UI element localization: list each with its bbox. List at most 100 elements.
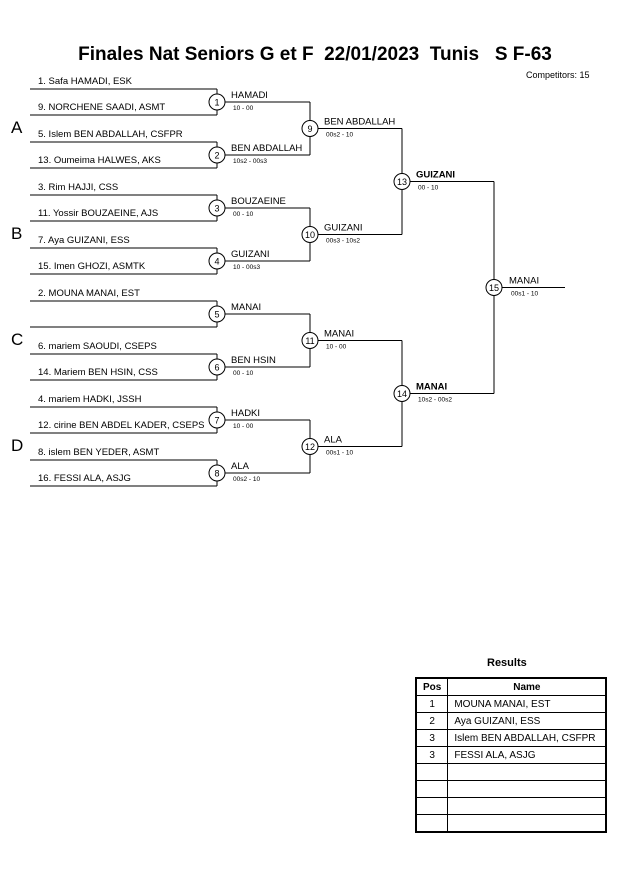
match-number: 6 <box>214 363 219 373</box>
player-name: 13. Oumeima HALWES, AKS <box>38 155 161 166</box>
match-score: 00 - 10 <box>418 185 439 192</box>
match-number-circle <box>208 358 226 376</box>
results-name <box>447 780 607 798</box>
winner-name: BEN ABDALLAH <box>324 117 395 128</box>
player-name: 14. Mariem BEN HSIN, CSS <box>38 367 158 378</box>
results-pos <box>415 797 449 815</box>
match-number: 13 <box>397 177 407 187</box>
match-score: 00s1 - 10 <box>326 450 353 457</box>
player-name: 12. cirine BEN ABDEL KADER, CSEPS <box>38 420 205 431</box>
group-label: C <box>11 330 23 349</box>
results-name: FESSI ALA, ASJG <box>447 746 607 764</box>
results-pos: 3 <box>415 746 449 764</box>
page-title: Finales Nat Seniors G et F 22/01/2023 Tu… <box>78 44 552 65</box>
results-name <box>447 797 607 815</box>
player-name: 11. Yossir BOUZAEINE, AJS <box>38 208 158 219</box>
results-row <box>415 814 607 833</box>
winner-name: MANAI <box>231 302 261 313</box>
match-number-circle <box>301 332 319 349</box>
match-number-circle <box>393 385 411 402</box>
results-pos: 2 <box>415 712 449 730</box>
player-name: 9. NORCHENE SAADI, ASMT <box>38 102 165 113</box>
champion-name: MANAI <box>509 276 539 287</box>
results-header-name: Name <box>447 677 607 696</box>
match-score: 10 - 00 <box>233 423 254 430</box>
player-name: 1. Safa HAMADI, ESK <box>38 76 133 87</box>
match-number-circle <box>393 173 411 190</box>
match-number-circle <box>208 93 226 111</box>
match-score: 10 - 00 <box>233 105 254 112</box>
match-number: 15 <box>489 283 499 293</box>
winner-name: GUIZANI <box>416 170 455 181</box>
winner-name: ALA <box>231 461 250 472</box>
match-score: 10s2 - 00s2 <box>418 397 452 404</box>
match-score: 00 - 10 <box>233 211 254 218</box>
match-number: 14 <box>397 389 407 399</box>
match-score: 00s2 - 10 <box>326 132 353 139</box>
match-number: 9 <box>307 124 312 134</box>
match-number: 7 <box>214 416 219 426</box>
winner-name: ALA <box>324 435 343 446</box>
results-row <box>415 780 607 798</box>
match-score: 00s1 - 10 <box>511 291 538 298</box>
match-number-circle <box>301 226 319 243</box>
winner-name: GUIZANI <box>231 249 270 260</box>
winner-name: BEN HSIN <box>231 355 276 366</box>
match-number-circle <box>485 279 503 296</box>
match-number: 4 <box>214 257 219 267</box>
match-number: 8 <box>214 469 219 479</box>
results-pos <box>415 814 449 833</box>
match-number-circle <box>301 438 319 455</box>
player-name: 3. Rim HAJJI, CSS <box>38 182 118 193</box>
winner-name: BOUZAEINE <box>231 196 286 207</box>
results-row <box>415 763 607 781</box>
results-header-row: Pos Name <box>415 677 607 696</box>
match-number-circle <box>208 464 226 482</box>
player-name: 8. islem BEN YEDER, ASMT <box>38 447 159 458</box>
winner-name: MANAI <box>324 329 354 340</box>
player-name: 15. Imen GHOZI, ASMTK <box>38 261 146 272</box>
results-pos: 3 <box>415 729 449 747</box>
match-score: 00 - 10 <box>233 370 254 377</box>
results-name: MOUNA MANAI, EST <box>447 695 607 713</box>
match-score: 00s3 - 10s2 <box>326 238 360 245</box>
winner-name: HADKI <box>231 408 260 419</box>
player-name: 4. mariem HADKI, JSSH <box>38 394 142 405</box>
player-name: 7. Aya GUIZANI, ESS <box>38 235 130 246</box>
results-pos <box>415 780 449 798</box>
match-number-circle <box>208 305 226 323</box>
player-name: 16. FESSI ALA, ASJG <box>38 473 131 484</box>
results-name: Aya GUIZANI, ESS <box>447 712 607 730</box>
player-name: 5. Islem BEN ABDALLAH, CSFPR <box>38 129 183 140</box>
results-pos: 1 <box>415 695 449 713</box>
match-number-circle <box>208 252 226 270</box>
match-number-circle <box>208 199 226 217</box>
winner-name: GUIZANI <box>324 223 363 234</box>
results-title: Results <box>487 657 527 669</box>
match-number-circle <box>301 120 319 137</box>
match-number: 5 <box>214 310 219 320</box>
results-name: Islem BEN ABDALLAH, CSFPR <box>447 729 607 747</box>
competitors-count: Competitors: 15 <box>526 70 590 80</box>
match-score: 10 - 00 <box>326 344 347 351</box>
player-name: 2. MOUNA MANAI, EST <box>38 288 140 299</box>
group-label: B <box>11 224 22 243</box>
group-label: A <box>11 118 23 137</box>
match-number: 1 <box>214 98 219 108</box>
match-number-circle <box>208 146 226 164</box>
match-score: 10s2 - 00s3 <box>233 158 267 165</box>
match-number: 2 <box>214 151 219 161</box>
results-name <box>447 814 607 833</box>
winner-name: MANAI <box>416 382 447 393</box>
match-number: 11 <box>305 336 314 346</box>
match-number: 10 <box>305 230 315 240</box>
match-number: 12 <box>305 442 315 452</box>
winner-name: HAMADI <box>231 90 268 101</box>
